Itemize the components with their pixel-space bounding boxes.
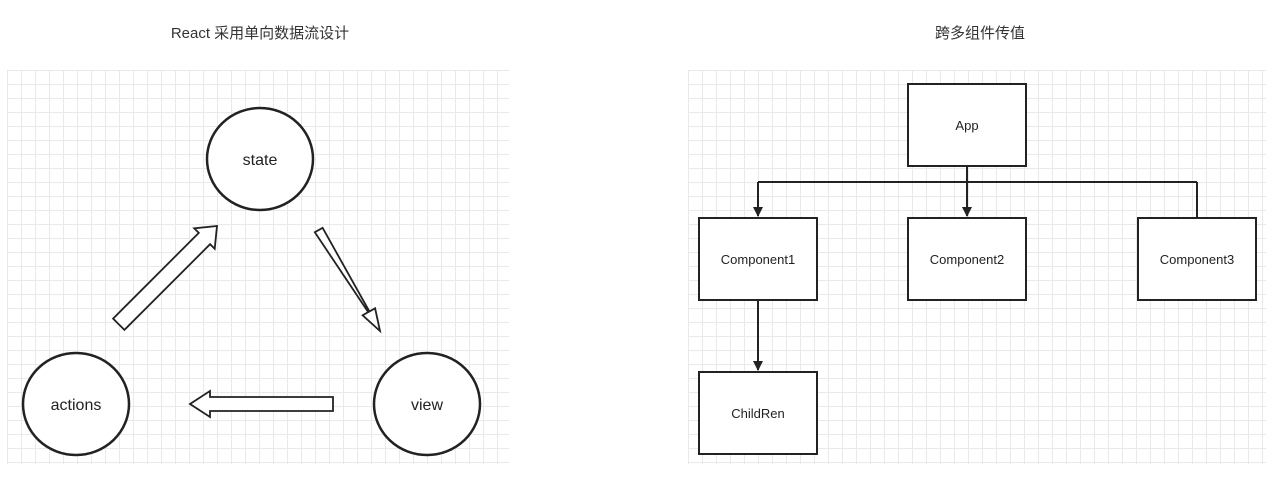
right-diagram-title: 跨多组件传值 <box>934 25 1025 42</box>
left-diagram-title: React 采用单向数据流设计 <box>170 25 350 42</box>
right-diagram-canvas <box>688 70 1266 464</box>
left-diagram-canvas <box>7 70 509 464</box>
